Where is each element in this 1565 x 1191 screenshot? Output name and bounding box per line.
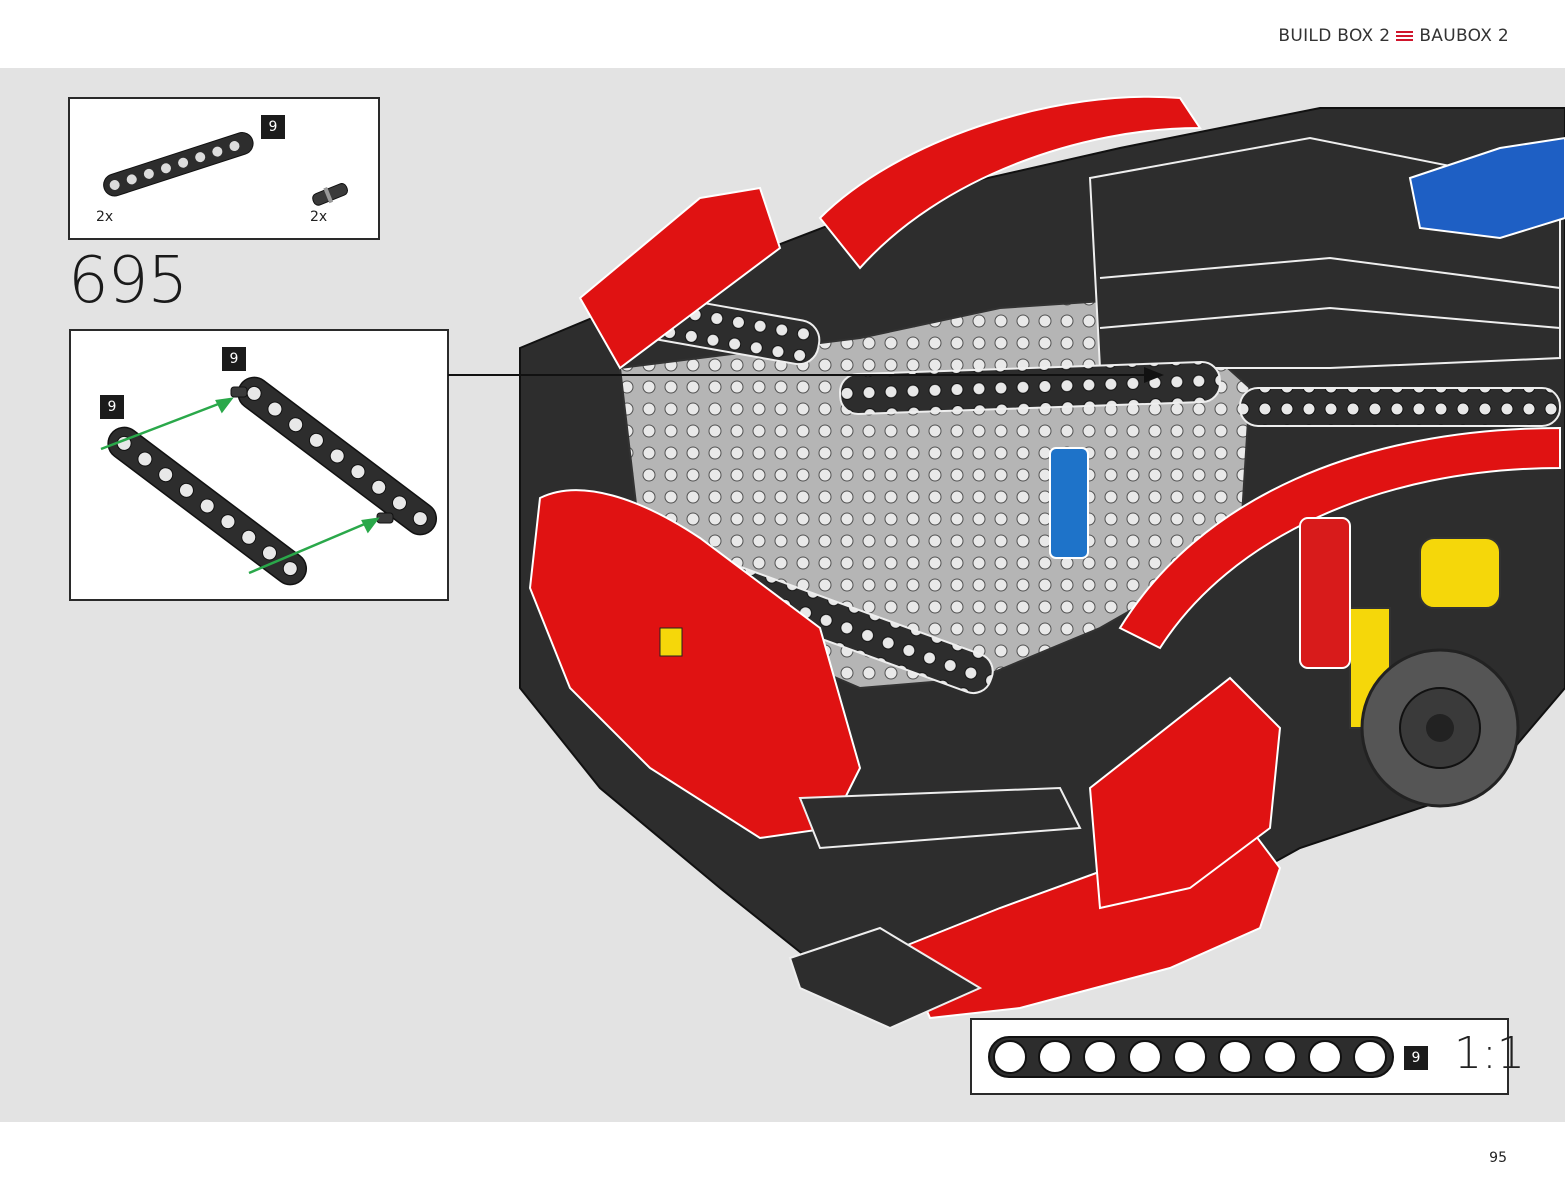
build-box-label: BUILD BOX 2 BAUBOX 2 — [1278, 26, 1509, 46]
pin-quantity: 2x — [310, 209, 328, 225]
sub-assembly-callout: 9 9 — [69, 329, 449, 601]
car-model-illustration — [519, 95, 1565, 1030]
callout-badge-left: 9 — [100, 395, 124, 419]
part-quantity: 2x — [96, 209, 114, 225]
build-box-en: BUILD BOX 2 — [1278, 26, 1391, 46]
scale-badge: 9 — [1404, 1046, 1428, 1070]
page-footer: 95 — [0, 1122, 1565, 1191]
triple-bar-icon — [1396, 30, 1414, 42]
page-header: BUILD BOX 2 BAUBOX 2 — [0, 0, 1565, 68]
step-number: 695 — [68, 244, 188, 318]
scale-ratio: 1:1 — [1454, 1028, 1525, 1079]
part-length-badge: 9 — [261, 115, 285, 139]
technic-pin-part-icon — [312, 183, 349, 206]
callout-badge-top: 9 — [222, 347, 246, 371]
page-number: 95 — [1489, 1150, 1507, 1166]
liftarm-1x9-scale-icon — [988, 1036, 1394, 1078]
parts-list-box: 9 2x 2x — [68, 97, 380, 240]
liftarm-1x9-part-icon — [103, 132, 254, 197]
sub-assembly-illustration — [100, 376, 438, 586]
instruction-canvas: 9 2x 2x 695 — [0, 68, 1565, 1122]
scale-ruler-box: 9 1:1 — [970, 1018, 1525, 1095]
callout-pointer-arrow — [448, 367, 1164, 383]
build-box-de: BAUBOX 2 — [1419, 26, 1509, 46]
